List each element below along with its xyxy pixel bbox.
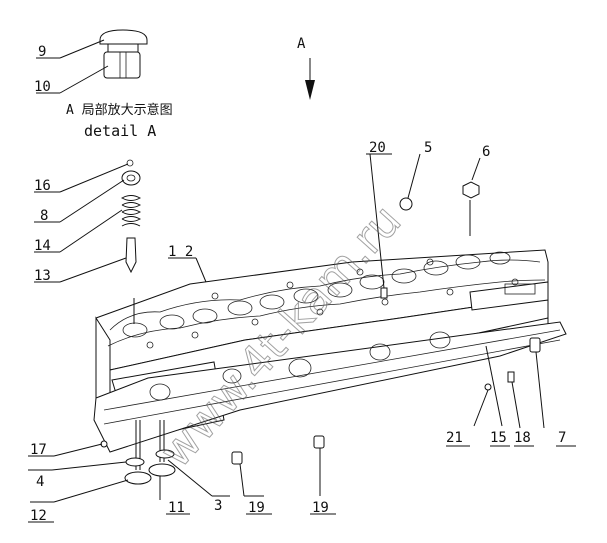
valves [124, 420, 176, 485]
callout-17: 17 [30, 442, 47, 458]
callout-18: 18 [514, 430, 531, 446]
callout-21: 21 [446, 430, 463, 446]
callout-7: 7 [558, 430, 566, 446]
view-arrow-a [305, 58, 315, 100]
callout-14: 14 [34, 238, 51, 254]
callout-6: 6 [482, 144, 490, 160]
top-fittings [380, 181, 480, 299]
detail-caption-cn: A 局部放大示意图 [66, 102, 173, 118]
callout-5: 5 [424, 140, 432, 156]
callout-19-right: 19 [312, 500, 329, 516]
cylinder-head [93, 249, 567, 453]
callout-12-top: 1 2 [168, 244, 193, 260]
callout-16: 16 [34, 178, 51, 194]
plugs [231, 435, 325, 465]
callout-15: 15 [490, 430, 507, 446]
callout-20: 20 [369, 140, 386, 156]
callout-12-bottom: 12 [30, 508, 47, 524]
callout-underlines [28, 57, 576, 523]
valve-train-stack [120, 159, 142, 274]
callout-19-left: 19 [248, 500, 265, 516]
callout-11: 11 [168, 500, 185, 516]
callout-8: 8 [40, 208, 48, 224]
callout-4: 4 [36, 474, 44, 490]
detail-a-cap-assembly [99, 29, 148, 79]
callout-13: 13 [34, 268, 51, 284]
view-arrow-label: A [297, 36, 306, 52]
callout-10: 10 [34, 79, 51, 95]
callout-9: 9 [38, 44, 46, 60]
callout-3: 3 [214, 498, 222, 514]
right-fittings [100, 337, 541, 448]
detail-caption-en: detail A [84, 122, 156, 140]
